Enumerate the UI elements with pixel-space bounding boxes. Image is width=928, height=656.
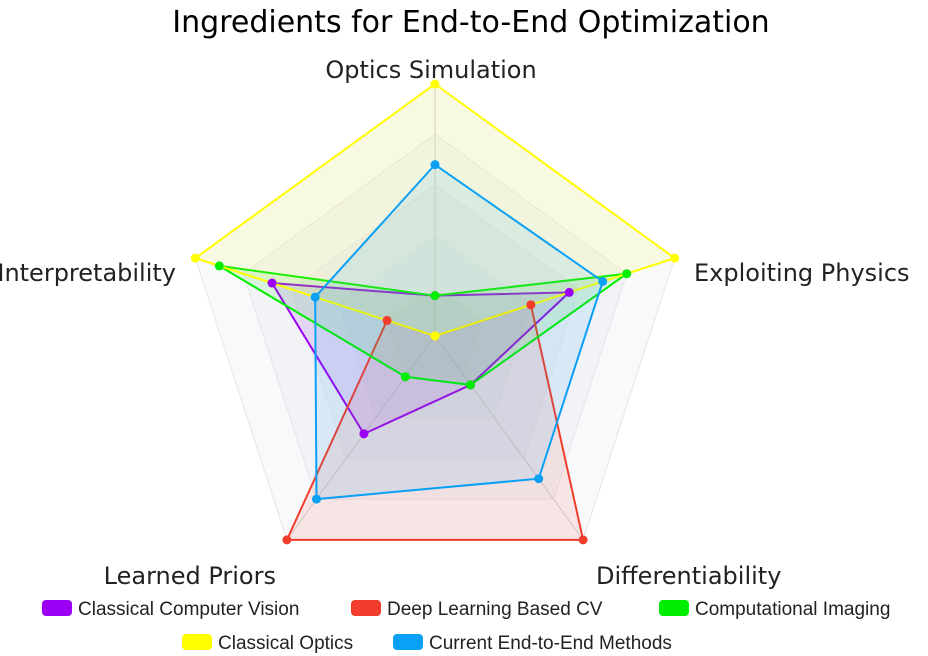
data-point-current-end-to-end-methods[interactable] xyxy=(430,160,440,170)
data-point-current-end-to-end-methods[interactable] xyxy=(598,276,608,286)
legend-swatch xyxy=(351,600,381,616)
data-point-deep-learning-based-cv[interactable] xyxy=(526,300,536,310)
legend-item-deep-learning-based-cv[interactable]: Deep Learning Based CV xyxy=(351,599,603,620)
axis-label-differentiability: Differentiability xyxy=(596,562,781,590)
axis-label-learned-priors: Learned Priors xyxy=(104,562,276,590)
legend: Classical Computer Vision Deep Learning … xyxy=(42,599,890,654)
axis-label-optics-simulation: Optics Simulation xyxy=(325,56,536,84)
series-current-end-to-end-methods xyxy=(314,163,604,501)
data-point-current-end-to-end-methods[interactable] xyxy=(534,474,544,484)
legend-swatch xyxy=(182,634,212,650)
data-point-computational-imaging[interactable] xyxy=(430,291,440,301)
data-point-computational-imaging[interactable] xyxy=(622,269,632,279)
data-point-deep-learning-based-cv[interactable] xyxy=(382,315,392,325)
data-point-deep-learning-based-cv[interactable] xyxy=(578,535,588,545)
data-point-classical-computer-vision[interactable] xyxy=(359,429,369,439)
series-computational-imaging xyxy=(218,264,628,386)
axis-label-interpretability: Interpretability xyxy=(0,259,176,287)
legend-swatch xyxy=(42,600,72,616)
radar-points xyxy=(190,79,680,545)
legend-item-classical-optics[interactable]: Classical Optics xyxy=(182,633,353,654)
data-point-current-end-to-end-methods[interactable] xyxy=(312,494,322,504)
legend-label: Computational Imaging xyxy=(695,599,890,620)
data-point-classical-computer-vision[interactable] xyxy=(564,287,574,297)
data-point-classical-optics[interactable] xyxy=(670,253,680,263)
data-point-deep-learning-based-cv[interactable] xyxy=(282,535,292,545)
axis-spoke xyxy=(286,335,436,541)
legend-label: Classical Optics xyxy=(218,633,353,654)
chart-title: Ingredients for End-to-End Optimization xyxy=(172,5,769,40)
legend-label: Deep Learning Based CV xyxy=(387,599,603,620)
data-point-computational-imaging[interactable] xyxy=(466,380,476,390)
axis-label-exploiting-physics: Exploiting Physics xyxy=(694,259,910,287)
data-point-classical-optics[interactable] xyxy=(430,331,440,341)
data-point-classical-optics[interactable] xyxy=(430,79,440,89)
series-classical-computer-vision xyxy=(270,281,572,436)
legend-swatch xyxy=(393,634,423,650)
radar-series xyxy=(193,82,677,541)
legend-label: Classical Computer Vision xyxy=(78,599,299,620)
data-point-classical-optics[interactable] xyxy=(190,253,200,263)
legend-label: Current End-to-End Methods xyxy=(429,633,672,654)
data-point-computational-imaging[interactable] xyxy=(400,372,410,382)
data-point-current-end-to-end-methods[interactable] xyxy=(310,292,320,302)
axis-spoke xyxy=(434,335,584,541)
data-point-classical-computer-vision[interactable] xyxy=(267,278,277,288)
data-point-computational-imaging[interactable] xyxy=(214,261,224,271)
legend-item-classical-computer-vision[interactable]: Classical Computer Vision xyxy=(42,599,299,620)
legend-swatch xyxy=(659,600,689,616)
legend-item-computational-imaging[interactable]: Computational Imaging xyxy=(659,599,890,620)
legend-item-current-end-to-end-methods[interactable]: Current End-to-End Methods xyxy=(393,633,672,654)
